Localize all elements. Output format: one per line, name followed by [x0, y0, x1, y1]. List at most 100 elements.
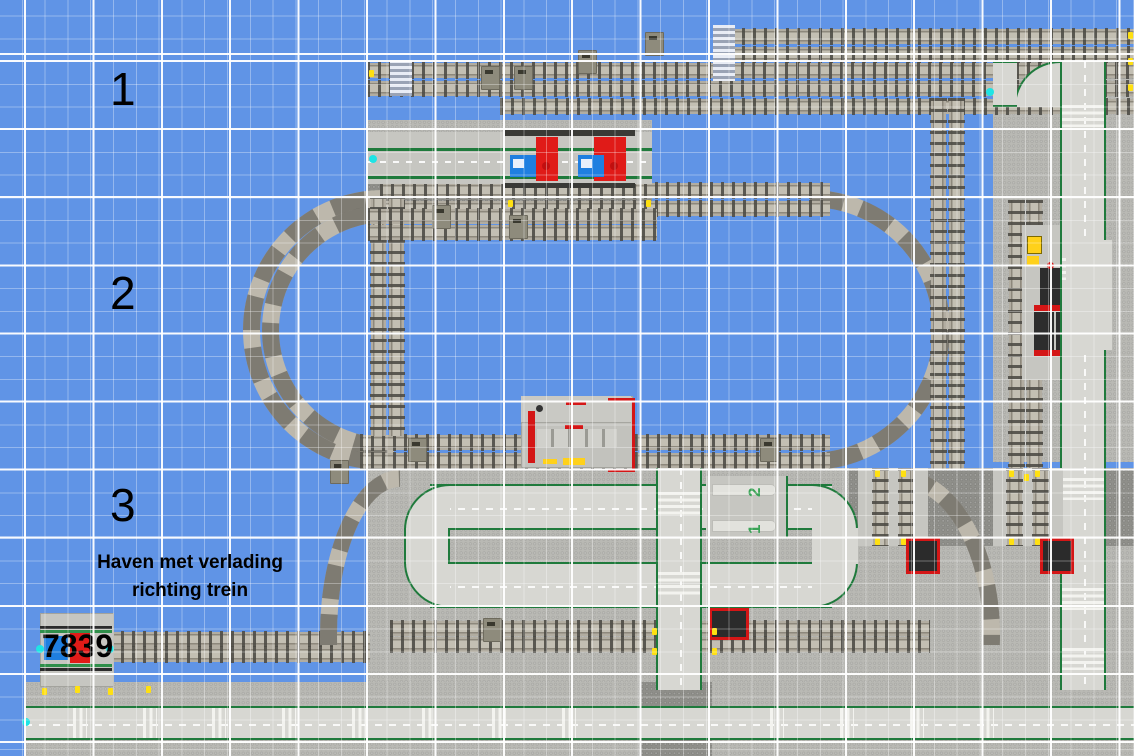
point-east-edge-1[interactable]	[1128, 32, 1133, 39]
point-south-1[interactable]	[1024, 474, 1029, 481]
depot-east-yellow-sign[interactable]	[1027, 236, 1042, 254]
crosswalk-b6	[422, 708, 436, 738]
depot-east-hall-b	[1034, 312, 1054, 354]
signal-box-7[interactable]	[330, 460, 349, 484]
crosswalk-b4	[282, 708, 296, 738]
point-east-edge-2[interactable]	[1128, 58, 1133, 65]
road-town-loop-right	[812, 528, 858, 564]
crossing-bottom-hut[interactable]	[709, 608, 749, 640]
station-central-shelters	[537, 429, 617, 447]
crosswalk-b3	[212, 708, 226, 738]
harbour-caption: Haven met verlading richting trein	[97, 552, 283, 601]
crossing-bottom-point-1[interactable]	[652, 628, 657, 635]
rail-oval-right-bottom	[810, 330, 950, 470]
crosswalk-b9	[770, 708, 784, 738]
platform-roof-bar-2	[505, 183, 635, 188]
crosswalk-e4	[1062, 588, 1104, 610]
crossing-bottom-point-4[interactable]	[712, 648, 717, 655]
harbour-point-2[interactable]	[108, 688, 113, 695]
crossing-left-deck	[858, 468, 928, 546]
crosswalk-v1	[658, 492, 700, 516]
rail-pad-1	[713, 25, 735, 81]
harbour-wagon-stripe-bot2	[40, 668, 112, 671]
train-a-roof[interactable]	[536, 137, 558, 181]
train-a-dot	[542, 162, 550, 170]
rail-right-v-a	[930, 98, 947, 470]
crosswalk-b1	[73, 708, 87, 738]
signal-box-2[interactable]	[514, 66, 533, 90]
station-central-red-strip	[566, 401, 586, 405]
point-bottom-road-b[interactable]	[146, 686, 151, 693]
point-east-edge-3[interactable]	[1128, 84, 1133, 91]
station-central-red-column	[528, 411, 535, 463]
harbour-wagon-stripe-bot	[40, 664, 112, 667]
harbour-point-1[interactable]	[42, 688, 47, 695]
train-a-window	[513, 159, 524, 168]
depot-east-red-dot	[1047, 262, 1054, 269]
crosswalk-b5	[352, 708, 366, 738]
station-central-yellow-b	[563, 458, 585, 465]
signal-box-10[interactable]	[483, 618, 502, 642]
crossing-right-point-1[interactable]	[1009, 470, 1014, 477]
crosswalk-e1	[1062, 105, 1104, 127]
rail-harbour-curve	[320, 470, 400, 645]
crossing-left-hut[interactable]	[906, 538, 940, 574]
crosswalk-b10	[840, 708, 854, 738]
station-central-dot	[536, 405, 543, 412]
point-bottom-road-a[interactable]	[75, 686, 80, 693]
crosswalk-v2	[658, 572, 700, 596]
crosswalk-b2	[143, 708, 157, 738]
train-b-dot	[610, 162, 618, 170]
rail-top-1	[720, 28, 1134, 45]
rail-harbour-b	[110, 646, 370, 663]
crossing-right-rail-b	[1032, 468, 1049, 546]
crossing-left-point-1[interactable]	[875, 470, 880, 477]
train-b-window	[581, 159, 592, 168]
point-yard-b[interactable]	[646, 200, 651, 207]
zone-label-1: 1	[110, 63, 136, 115]
signal-box-6[interactable]	[509, 215, 528, 239]
rail-right-v-b	[948, 98, 965, 470]
road-east-corner-arm	[993, 61, 1017, 107]
parking-bay-label-1: 1	[745, 524, 764, 534]
signal-box-4[interactable]	[645, 32, 664, 56]
signal-box-1[interactable]	[481, 66, 500, 90]
crossing-left-rail-a	[872, 468, 889, 546]
crossing-bottom-point-2[interactable]	[652, 648, 657, 655]
connection-point-south-left[interactable]	[22, 718, 30, 726]
crossing-right-rail-a	[1006, 468, 1023, 546]
crossing-bottom-point-3[interactable]	[712, 628, 717, 635]
crossing-right-point-2[interactable]	[1035, 470, 1040, 477]
road-town-u-mid	[404, 528, 450, 564]
point-top-left[interactable]	[369, 70, 374, 77]
signal-box-8[interactable]	[408, 438, 427, 462]
road-town-bottom	[430, 562, 832, 608]
crossing-right-point-3[interactable]	[1009, 538, 1014, 545]
road-town-u-inner-edge	[448, 528, 450, 564]
crosswalk-b8	[562, 708, 576, 738]
crosswalk-e3	[1062, 478, 1104, 500]
crossing-left-point-2[interactable]	[901, 470, 906, 477]
harbour-wagon-number: 7839	[42, 628, 114, 664]
train-b-roof[interactable]	[604, 137, 626, 181]
crossing-left-rail-b	[898, 468, 915, 546]
zone-label-3: 3	[110, 479, 136, 531]
connection-point-north[interactable]	[369, 155, 377, 163]
parking-bay-slot-2[interactable]	[712, 484, 776, 496]
rail-pad-2	[390, 60, 412, 96]
zone-label-2: 2	[110, 267, 136, 319]
crossing-left-point-3[interactable]	[875, 538, 880, 545]
signal-box-9[interactable]	[760, 438, 779, 462]
parking-bay-label-2: 2	[745, 487, 764, 497]
parking-bay-slot-1[interactable]	[712, 520, 776, 532]
connection-point-east-top[interactable]	[986, 88, 994, 96]
rail-oval-right-top	[810, 190, 950, 330]
crossing-right-hut[interactable]	[1040, 538, 1074, 574]
platform-roof-bar	[505, 130, 635, 136]
signal-box-3[interactable]	[578, 50, 597, 74]
crosswalk-b7	[492, 708, 506, 738]
point-yard-a[interactable]	[508, 200, 513, 207]
signal-box-5[interactable]	[432, 205, 451, 229]
crosswalk-b12	[980, 708, 994, 738]
